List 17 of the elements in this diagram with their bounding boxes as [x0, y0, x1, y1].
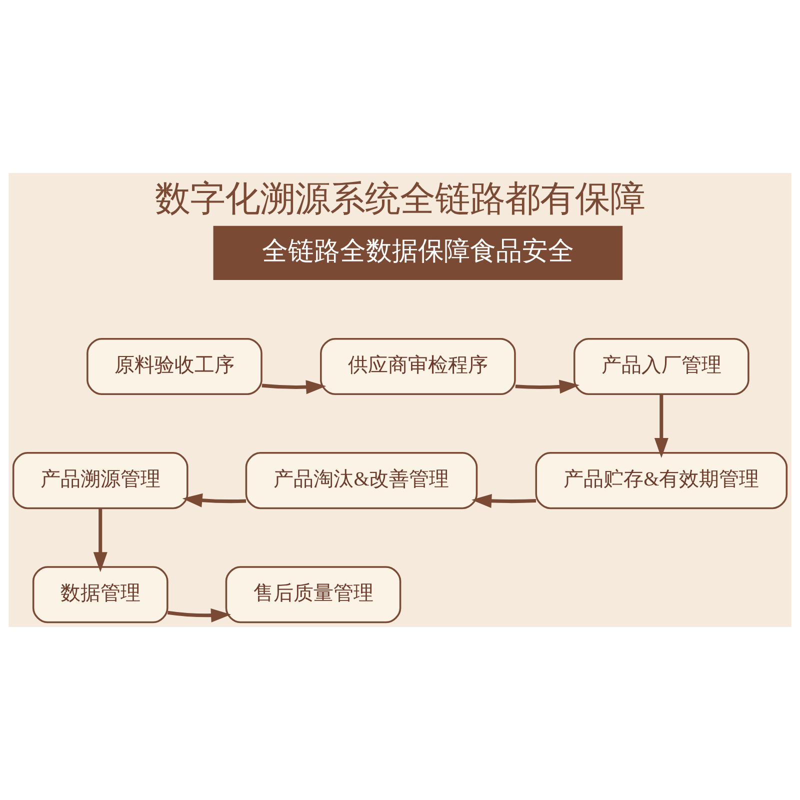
node-box: 售后质量管理	[225, 566, 402, 624]
arrow	[515, 380, 580, 394]
node-box: 供应商审检程序	[320, 338, 516, 395]
label: 全链路全数据保障食品安全	[262, 236, 574, 266]
diagram-title: 数字化溯源系统全链路都有保障	[155, 180, 645, 219]
arrow	[654, 394, 668, 458]
arrow	[93, 508, 108, 572]
arrow	[262, 380, 326, 394]
node-box: 原料验收工序	[86, 338, 262, 395]
node-box: 数据管理	[32, 566, 168, 624]
arrow	[472, 494, 536, 508]
node-box: 产品入厂管理	[573, 338, 750, 395]
arrow	[167, 608, 232, 622]
node-box: 产品贮存&有效期管理	[535, 452, 788, 510]
arrow	[182, 493, 246, 508]
node-box: 产品溯源管理	[12, 452, 188, 510]
node-box: 产品淘汰&改善管理	[245, 452, 478, 510]
